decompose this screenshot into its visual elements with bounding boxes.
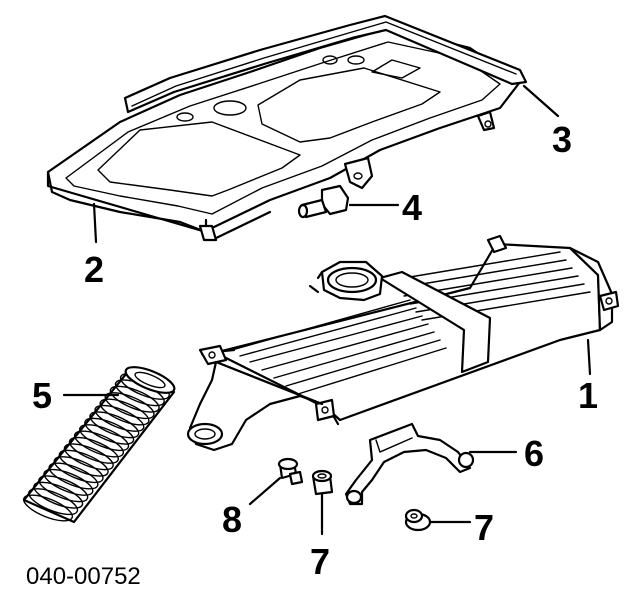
hose-opening: [134, 371, 166, 389]
hose-ring: [73, 430, 125, 458]
callout-1: 1: [578, 375, 598, 416]
hose-ring: [89, 411, 140, 439]
callout-7-right: 7: [474, 507, 494, 548]
hose-ring: [99, 398, 150, 426]
grommet-part-7-left: [311, 469, 334, 496]
hose-ring: [94, 404, 145, 432]
hose-ring: [22, 494, 74, 522]
intercooler-part-1: [186, 234, 620, 452]
bolt-part-8: [277, 457, 304, 486]
callout-8: 8: [222, 499, 242, 540]
bracket-part-6: [344, 422, 475, 506]
callout-2: 2: [84, 249, 104, 290]
part-number: 040-00752: [26, 563, 141, 590]
callout-6: 6: [524, 433, 544, 474]
hose-ring: [58, 449, 109, 477]
hose-ring: [84, 417, 135, 445]
callout-5: 5: [32, 375, 52, 416]
hose-ring: [53, 456, 104, 484]
corrugated-hose-part-5: [22, 366, 176, 524]
hose-ring: [33, 481, 84, 509]
callout-4: 4: [402, 187, 422, 228]
hose-ring: [79, 424, 130, 452]
cover-frame-part-2: [46, 14, 528, 242]
hose-ring: [28, 488, 79, 516]
hose-ring: [43, 468, 94, 496]
callout-3: 3: [552, 119, 572, 160]
callout-7-bottom: 7: [310, 541, 330, 582]
hose-ring: [68, 436, 119, 464]
hose-ring: [124, 366, 176, 394]
hose-ring: [48, 462, 99, 490]
hose-ring: [63, 443, 114, 471]
callout-numbers: 1 2 3 4 5 6 7 7 8: [32, 119, 598, 582]
clip-part-4: [297, 184, 350, 219]
hose-ring: [109, 385, 160, 413]
hose-ring: [38, 475, 89, 503]
leader-lines: [62, 84, 592, 536]
grommet-part-7-right: [404, 508, 432, 532]
